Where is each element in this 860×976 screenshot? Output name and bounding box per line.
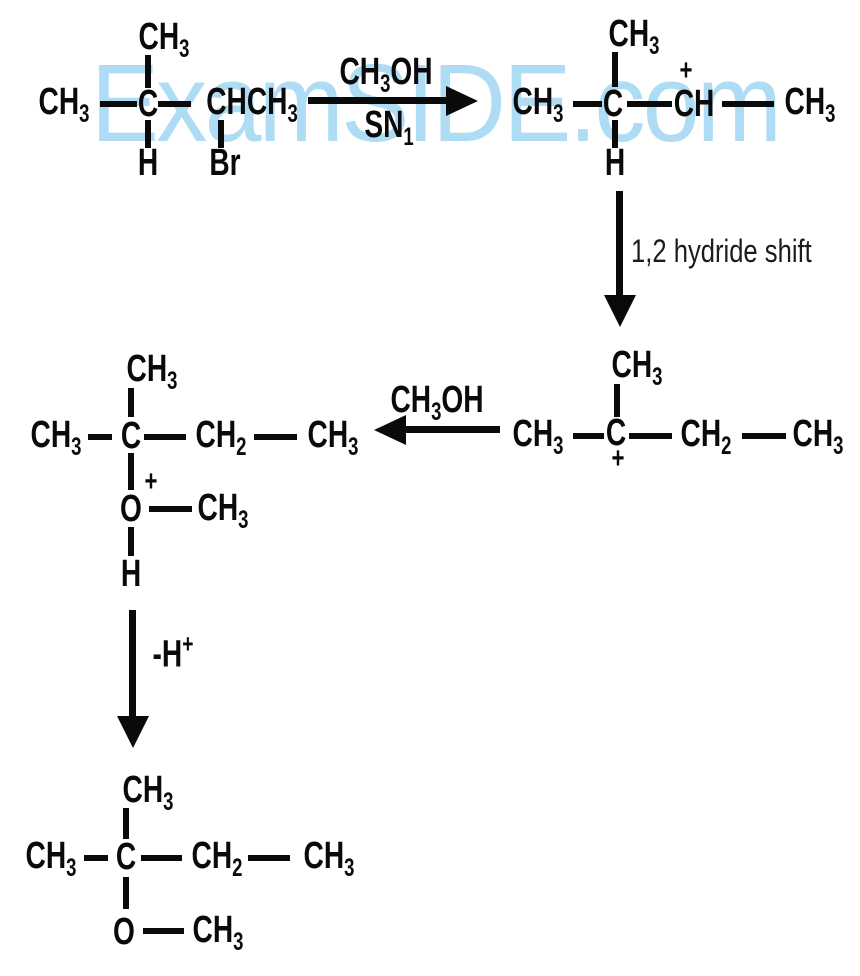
substrate-bromine: Br [209, 142, 241, 184]
reagent-methanol-step2: CH3OH [390, 379, 484, 426]
product-oxygen: O [113, 911, 135, 953]
bond-vertical [128, 388, 134, 417]
oxonium-positive-charge: + [144, 465, 158, 498]
oxonium-methyl-left: CH3 [30, 414, 82, 461]
bond-vertical [614, 384, 620, 417]
oxonium-oxygen: O [120, 488, 142, 530]
substrate-central-carbon: C [137, 83, 159, 125]
bond-horizontal [158, 101, 191, 107]
bond-vertical [612, 52, 618, 87]
bond-vertical [123, 808, 129, 839]
substrate-methyl-left: CH3 [38, 81, 90, 128]
product-ch2-group: CH2 [191, 835, 243, 882]
condition-sn1: SN1 [364, 104, 414, 151]
cation3-central-carbon: C [605, 412, 627, 454]
bond-horizontal [248, 855, 290, 861]
arrow-line [405, 426, 500, 433]
oxonium-oh-hydrogen: H [120, 553, 142, 595]
bond-horizontal [627, 101, 672, 107]
product-methyl-right: CH3 [303, 835, 355, 882]
bond-vertical [128, 527, 134, 556]
bond-horizontal [144, 434, 186, 440]
cation2-ch-group: CH [673, 83, 715, 125]
cation2-methyl-left: CH3 [512, 81, 564, 128]
bond-vertical [123, 877, 129, 909]
arrow-head-left-icon [374, 415, 406, 445]
reagent-methanol-step1: CH3OH [339, 51, 433, 98]
bond-horizontal [742, 433, 786, 439]
bond-vertical [612, 120, 618, 148]
bond-vertical [218, 120, 224, 148]
oxonium-methyl-right: CH3 [307, 414, 359, 461]
cation3-ch2-group: CH2 [680, 413, 732, 460]
product-methyl-left: CH3 [25, 835, 77, 882]
bond-horizontal [84, 855, 108, 861]
bond-horizontal [573, 101, 602, 107]
bond-vertical [145, 120, 151, 148]
cation2-methyl-right: CH3 [784, 81, 836, 128]
substrate-methyl-top: CH3 [138, 16, 190, 63]
bond-horizontal [722, 101, 774, 107]
oxonium-ch2-group: CH2 [195, 414, 247, 461]
arrow-line [616, 191, 623, 297]
oxonium-methyl-top: CH3 [126, 348, 178, 395]
bond-vertical [145, 55, 151, 88]
bond-horizontal [573, 433, 604, 439]
bond-horizontal [143, 928, 184, 934]
arrow-line [308, 97, 448, 104]
substrate-hydrogen: H [137, 142, 159, 184]
cation3-positive-charge: + [611, 442, 625, 475]
cation2-methyl-top: CH3 [608, 13, 660, 60]
cation2-central-carbon: C [602, 83, 624, 125]
arrow-head-down-icon [604, 295, 636, 327]
arrow-head-down-icon [117, 716, 149, 748]
cation3-methyl-right: CH3 [792, 413, 844, 460]
bond-horizontal [100, 101, 137, 107]
cation3-methyl-top: CH3 [611, 344, 663, 391]
bond-horizontal [149, 506, 192, 512]
product-methyl-top: CH3 [122, 769, 174, 816]
bond-horizontal [88, 434, 112, 440]
oxonium-o-methyl: CH3 [197, 487, 249, 534]
arrow-line [129, 610, 136, 718]
cation3-methyl-left: CH3 [512, 413, 564, 460]
oxonium-central-carbon: C [120, 415, 142, 457]
bond-horizontal [629, 433, 672, 439]
cation2-positive-charge: + [679, 54, 693, 87]
bond-horizontal [141, 855, 182, 861]
deprotonation-label: -H+ [152, 628, 194, 676]
substrate-chch3-group: CHCH3 [206, 81, 298, 128]
product-o-methyl: CH3 [192, 909, 244, 956]
bond-horizontal [254, 434, 297, 440]
bond-vertical [128, 453, 134, 490]
cation2-hydrogen: H [604, 142, 626, 184]
arrow-head-right-icon [446, 86, 478, 116]
hydride-shift-label: 1,2 hydride shift [631, 233, 812, 269]
product-central-carbon: C [115, 836, 137, 878]
